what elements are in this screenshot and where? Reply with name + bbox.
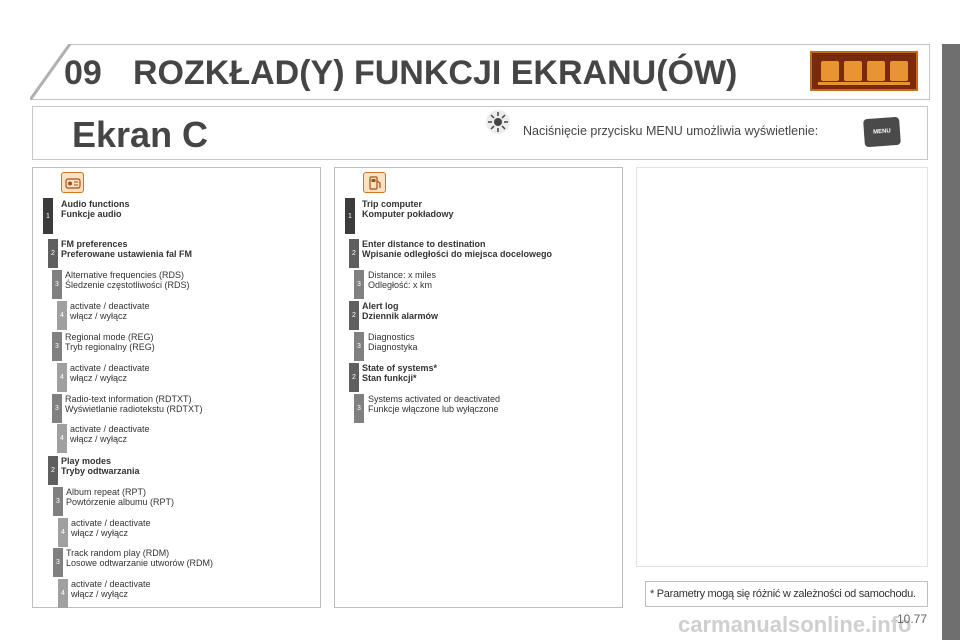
- level-badge: 2: [349, 363, 359, 392]
- level-badge: 3: [53, 548, 63, 577]
- level-badge: 3: [52, 270, 62, 299]
- trip-panel: [334, 167, 623, 608]
- audio-panel: [32, 167, 321, 608]
- watermark: carmanualsonline.info: [678, 612, 912, 637]
- chapter-number: 09: [64, 54, 102, 92]
- screen-thumbnail-icon: [810, 51, 918, 91]
- menu-item: Regional mode (REG)Tryb regionalny (REG): [65, 332, 155, 352]
- page-number: 10.77: [897, 612, 928, 626]
- menu-item: Album repeat (RPT)Powtórzenie albumu (RP…: [66, 487, 175, 507]
- menu-item: Alternative frequencies (RDS)Śledzenie c…: [65, 270, 190, 290]
- level-badge: 4: [57, 424, 67, 453]
- level-badge: 4: [58, 579, 68, 608]
- footnote: * Parametry mogą się różnić w zależności…: [645, 581, 928, 607]
- audio-icon: [61, 172, 84, 193]
- level-badge: 4: [58, 518, 68, 547]
- level-badge: 4: [57, 301, 67, 330]
- level-badge: 2: [48, 239, 58, 268]
- level-badge: 3: [354, 332, 364, 361]
- level-badge: 2: [349, 301, 359, 330]
- empty-panel: [636, 167, 928, 567]
- level-badge: 3: [354, 270, 364, 299]
- level-badge: 3: [52, 394, 62, 423]
- page-edge-tab: [942, 44, 960, 640]
- info-bulb-icon: [486, 110, 510, 134]
- header-outline: [30, 44, 930, 100]
- level-badge: 1: [345, 198, 355, 234]
- level-badge: 2: [48, 456, 58, 485]
- level-badge: 4: [57, 363, 67, 392]
- menu-item: State of systems*Stan funkcji*: [362, 363, 438, 383]
- level-badge: 3: [53, 487, 63, 516]
- level-badge: 1: [43, 198, 53, 234]
- fuel-pump-icon: [363, 172, 386, 193]
- page-title: ROZKŁAD(Y) FUNKCJI EKRANU(ÓW): [133, 54, 738, 92]
- level-badge: 3: [52, 332, 62, 361]
- header-banner: [30, 44, 930, 100]
- menu-item: Track random play (RDM)Losowe odtwarzani…: [66, 548, 214, 568]
- section-title: Ekran C: [72, 114, 209, 155]
- subheader-box: [32, 106, 928, 160]
- level-badge: 3: [354, 394, 364, 423]
- level-badge: 2: [349, 239, 359, 268]
- menu-key-icon: MENU: [863, 116, 901, 148]
- menu-item: Radio-text information (RDTXT)Wyświetlan…: [65, 394, 203, 414]
- intro-text: Naciśnięcie przycisku MENU umożliwia wyś…: [523, 124, 819, 138]
